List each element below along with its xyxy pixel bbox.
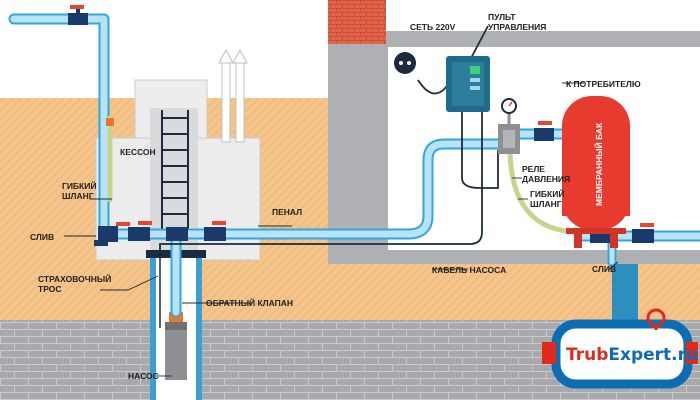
ventilation-pipes	[218, 48, 248, 143]
drain-pit	[612, 264, 638, 320]
valve-top	[68, 5, 88, 25]
label-to-consumer: К ПОТРЕБИТЕЛЮ	[566, 79, 641, 89]
valve-consumer	[534, 121, 554, 141]
label-penal: ПЕНАЛ	[272, 207, 302, 217]
valve-caisson-1	[128, 221, 152, 241]
hose-fitting	[106, 118, 114, 126]
valve-drain-left	[94, 222, 130, 246]
label-pump: НАСОС	[128, 371, 159, 381]
power-socket	[394, 52, 416, 74]
label-check-valve: ОБРАТНЫЙ КЛАПАН	[206, 297, 293, 308]
label-drain-left: СЛИВ	[30, 232, 54, 242]
control-panel	[446, 56, 490, 112]
caisson-ladder	[161, 110, 189, 230]
label-drain-right: СЛИВ	[592, 264, 616, 274]
label-kesson: КЕССОН	[120, 147, 156, 157]
label-pump-cable: КАБЕЛЬ НАСОСА	[432, 265, 506, 275]
leader-lines	[64, 82, 619, 377]
label-mains: СЕТЬ 220V	[410, 22, 456, 32]
label-membrane-tank: МЕМБРАННЫЙ БАК	[593, 122, 604, 206]
flex-hoses	[107, 115, 583, 235]
pressure-switch	[498, 98, 520, 154]
membrane-tank	[562, 96, 630, 248]
valve-right	[632, 223, 654, 243]
valve-caisson-3	[204, 221, 226, 241]
brand-logo: TrubExpert.ru	[542, 308, 698, 389]
brand-text: TrubExpert.ru	[566, 345, 698, 365]
pump	[165, 322, 187, 380]
chimney	[328, 0, 386, 44]
valve-caisson-2	[166, 227, 188, 241]
